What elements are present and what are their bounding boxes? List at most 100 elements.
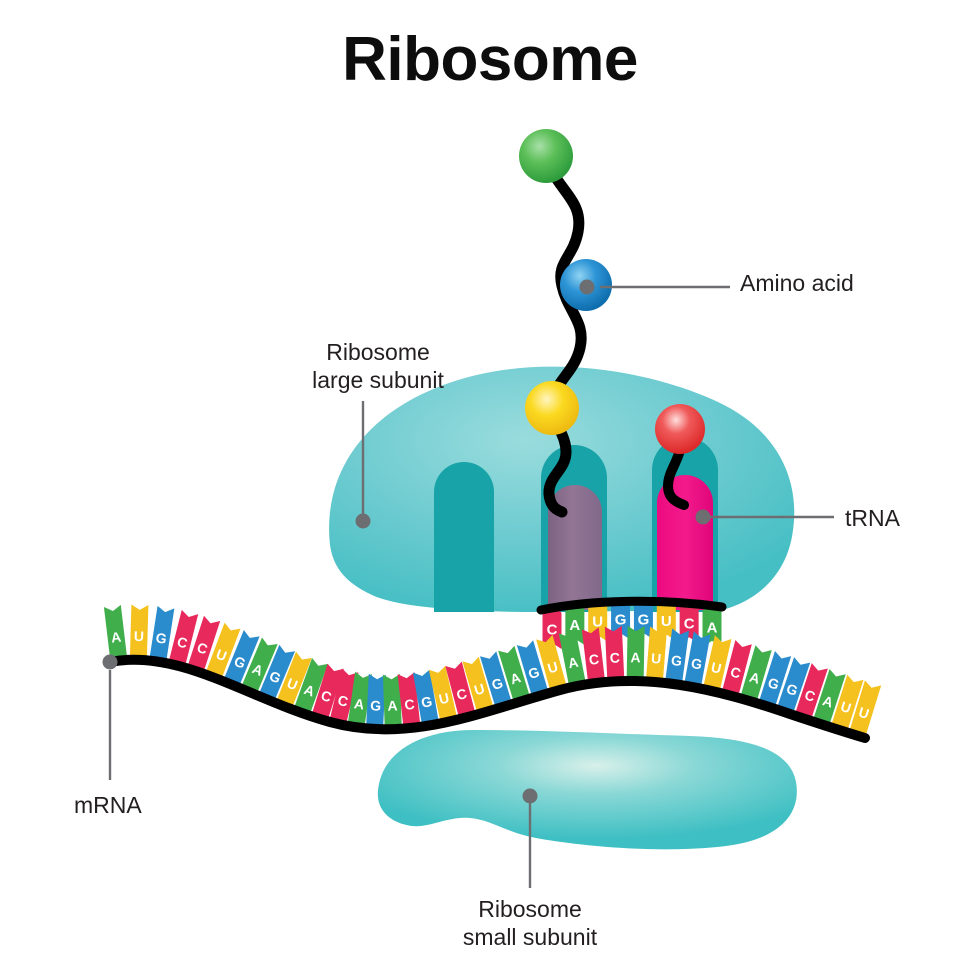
svg-text:A: A (110, 628, 122, 645)
mrna-base: G (223, 629, 260, 688)
mrna-base: A (293, 658, 329, 717)
mrna-backbone (105, 654, 870, 743)
mrna-base: U (205, 622, 241, 681)
mrna-base: U (462, 656, 494, 716)
mrna-base: U (276, 651, 312, 710)
mrna-base: C (581, 627, 605, 686)
trna-a-site[interactable] (657, 475, 713, 610)
polypeptide-chain (543, 164, 689, 518)
mrna-base: C (721, 639, 752, 699)
mrna-base: C (397, 672, 421, 731)
label-mrna: mRNA (74, 792, 142, 818)
svg-text:C: C (175, 633, 189, 651)
mrna-base: A (626, 625, 645, 684)
svg-text:A: A (821, 692, 836, 710)
svg-text:A: A (508, 669, 522, 687)
svg-text:G: G (526, 663, 541, 681)
trna-anticodon-backbone (536, 596, 727, 615)
mrna-base: U (129, 604, 149, 663)
mrna-base: G (412, 669, 439, 729)
svg-text:C: C (609, 649, 620, 665)
label-ribosome-small-subunit: Ribosome small subunit (462, 896, 598, 951)
mrna-base: A (241, 637, 278, 696)
svg-text:G: G (784, 680, 800, 699)
trna-anticodon-base: G (611, 599, 631, 640)
mrna-base: G (776, 657, 811, 716)
mrna-base: A (813, 668, 846, 728)
page-title: Ribosome (342, 25, 638, 94)
mrna-base: U (831, 674, 864, 734)
ribosome-small-subunit (377, 730, 797, 850)
amino-acid-residue-3[interactable] (525, 381, 579, 435)
mrna-base: G (516, 640, 549, 699)
mrna-base: G (149, 605, 175, 665)
mrna-base: G (665, 628, 690, 688)
svg-text:G: G (615, 612, 627, 629)
svg-text:A: A (630, 649, 640, 665)
mrna-base: C (311, 663, 344, 723)
svg-text:C: C (404, 696, 416, 713)
svg-text:C: C (684, 616, 695, 633)
svg-text:A: A (748, 669, 762, 687)
svg-text:G: G (490, 675, 505, 694)
mrna-base: U (703, 635, 732, 695)
mrna-base: C (604, 625, 625, 685)
svg-text:A: A (707, 619, 718, 636)
svg-text:A: A (567, 654, 580, 672)
label-ribosome-large-subunit: Ribosome large subunit (312, 339, 444, 394)
leader-dot-amino-acid (579, 279, 595, 295)
svg-text:C: C (588, 651, 600, 668)
trna-anticodon-base: G (633, 599, 653, 640)
svg-text:G: G (670, 652, 683, 669)
mrna-base: A (558, 630, 586, 689)
mrna-base: C (329, 668, 359, 728)
svg-text:U: U (710, 659, 723, 677)
trna-anticodon-base: U (588, 601, 608, 642)
svg-text:G: G (155, 629, 168, 646)
mrna-base: A (347, 671, 373, 731)
leader-dot-mrna (102, 654, 118, 670)
large-subunit-slot-e (434, 462, 494, 612)
mrna-base: A (382, 673, 402, 733)
mrna-base: G (684, 631, 711, 691)
mrna-base: G (366, 673, 386, 733)
leader-dot-small-subunit (522, 788, 538, 804)
trna-anticodon-base: U (656, 600, 676, 641)
mrna-base: U (849, 680, 882, 739)
mrna-base: A (103, 604, 128, 664)
svg-text:U: U (437, 689, 450, 707)
svg-text:G: G (370, 697, 382, 714)
svg-text:U: U (839, 698, 853, 716)
svg-text:G: G (638, 611, 650, 628)
mrna-base: G (479, 651, 512, 710)
leader-dot-trna (695, 509, 711, 525)
amino-acid-residue-1[interactable] (519, 129, 573, 183)
svg-text:C: C (455, 685, 469, 703)
mrna-base: C (187, 615, 221, 675)
svg-text:G: G (690, 655, 704, 673)
svg-text:U: U (546, 658, 560, 676)
label-amino-acid: Amino acid (740, 270, 854, 296)
svg-text:C: C (803, 686, 818, 704)
svg-text:G: G (766, 674, 781, 693)
svg-text:U: U (134, 628, 145, 644)
amino-acid-residue-4[interactable] (655, 404, 705, 454)
svg-text:A: A (353, 695, 365, 712)
mrna-base: A (740, 645, 772, 704)
mrna-base: C (168, 609, 199, 669)
mrna-base: C (445, 661, 476, 721)
svg-text:U: U (650, 650, 661, 667)
svg-text:C: C (547, 621, 558, 638)
svg-text:U: U (472, 680, 486, 698)
mrna-base: G (258, 644, 296, 703)
svg-text:C: C (729, 663, 743, 681)
mrna-base: C (794, 663, 828, 722)
mrna-base: U (428, 665, 458, 725)
svg-text:C: C (195, 639, 210, 657)
trna-anticodon-base: C (542, 609, 562, 649)
svg-text:A: A (387, 697, 398, 713)
trna-anticodon-base: A (565, 604, 585, 645)
